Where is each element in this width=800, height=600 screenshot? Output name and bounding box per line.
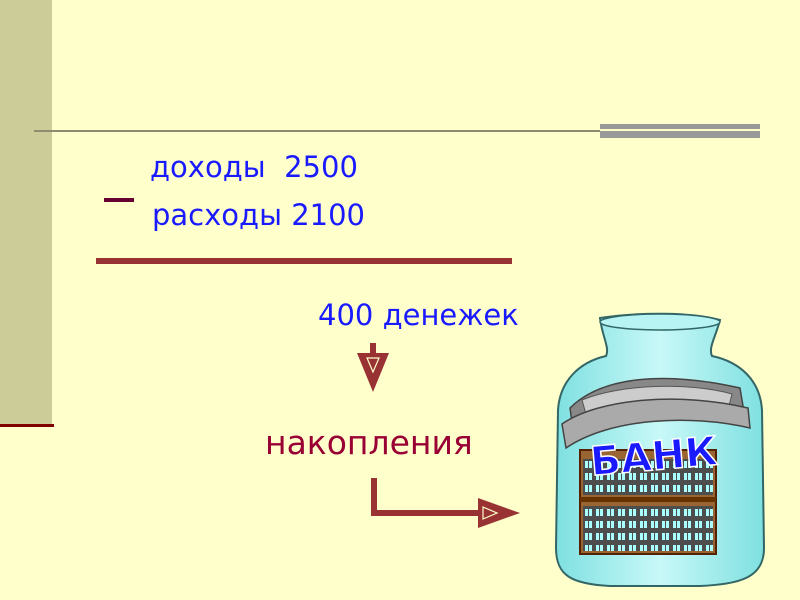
bank-jar-icon: БАНК	[0, 0, 800, 600]
